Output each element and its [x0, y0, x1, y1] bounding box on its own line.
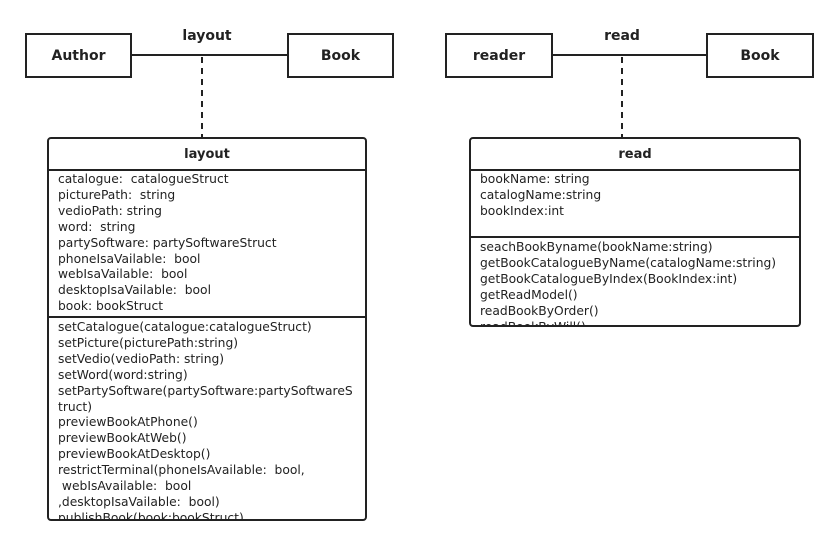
methods-section: seachBookByname(bookName:string)getBookC…	[471, 238, 799, 327]
method: webIsAvailable: bool	[58, 479, 192, 494]
attribute: picturePath: string	[58, 187, 176, 202]
association-label-layout: layout	[182, 28, 232, 44]
attribute: vedioPath: string	[58, 203, 162, 218]
attribute: book: bookStruct	[58, 299, 164, 314]
attribute: catalogName:string	[480, 187, 602, 202]
class-name: read	[471, 139, 799, 171]
attribute: phoneIsaVailable: bool	[58, 251, 201, 266]
attribute: bookIndex:int	[480, 203, 565, 218]
method: restrictTerminal(phoneIsAvailable: bool,	[58, 463, 305, 478]
method: previewBookAtWeb()	[58, 431, 187, 446]
class-author[interactable]: Author	[25, 33, 132, 78]
method: ,desktopIsaVailable: bool)	[58, 494, 220, 509]
method: seachBookByname(bookName:string)	[480, 240, 713, 254]
method: setWord(word:string)	[58, 367, 188, 382]
method: readBookByOrder()	[480, 303, 599, 318]
methods-section: setCatalogue(catalogue:catalogueStruct)s…	[49, 318, 365, 521]
method: publishBook(book:bookStruct)	[58, 510, 244, 521]
method: truct)	[58, 399, 93, 414]
method: getBookCatalogueByIndex(BookIndex:int)	[480, 271, 738, 286]
method: getBookCatalogueByName(catalogName:strin…	[480, 255, 777, 270]
method: previewBookAtDesktop()	[58, 447, 211, 462]
class-book-left[interactable]: Book	[287, 33, 394, 78]
attribute: catalogue: catalogueStruct	[58, 172, 229, 186]
attribute: partySoftware: partySoftwareStruct	[58, 235, 277, 250]
attribute: webIsaVailable: bool	[58, 267, 188, 282]
class-name: layout	[49, 139, 365, 171]
method: getReadModel()	[480, 287, 578, 302]
method: setCatalogue(catalogue:catalogueStruct)	[58, 320, 312, 334]
class-book-right[interactable]: Book	[706, 33, 814, 78]
method: setVedio(vedioPath: string)	[58, 351, 225, 366]
method: readBookByWill()	[480, 319, 586, 327]
method: previewBookAtPhone()	[58, 415, 198, 430]
class-reader[interactable]: reader	[445, 33, 553, 78]
method: setPartySoftware(partySoftware:partySoft…	[58, 383, 353, 398]
association-label-read: read	[604, 28, 640, 44]
attribute: bookName: string	[480, 172, 590, 186]
attribute: desktopIsaVailable: bool	[58, 283, 211, 298]
method: setPicture(picturePath:string)	[58, 335, 239, 350]
attribute: word: string	[58, 219, 136, 234]
